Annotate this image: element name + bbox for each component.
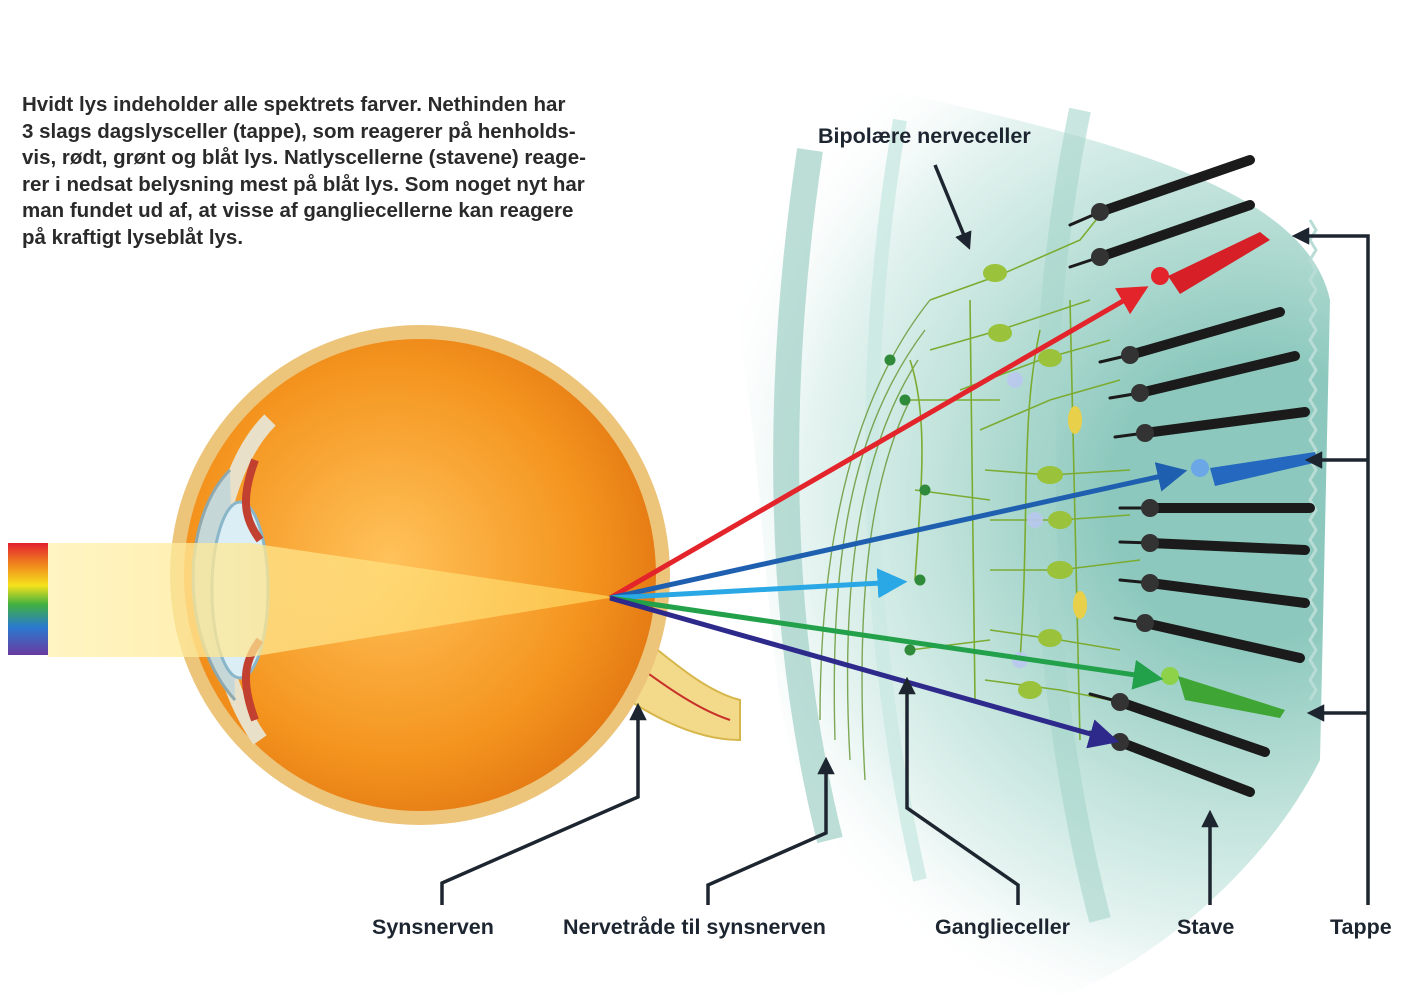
intro-line: 3 slags dagslysceller (tappe), som reage… [22,119,702,146]
intro-line: vis, rødt, grønt og blåt lys. Natlyscell… [22,145,702,172]
intro-line: på kraftigt lyseblåt lys. [22,225,702,252]
spectrum-bar [8,543,48,655]
label-rods: Stave [1177,915,1234,940]
intro-text: Hvidt lys indeholder alle spektrets farv… [22,92,702,251]
label-nerve-fibers: Nervetråde til synsnerven [563,915,826,940]
label-cones: Tappe [1330,915,1392,940]
intro-line: man fundet ud af, at visse af gangliecel… [22,198,702,225]
intro-line: rer i nedsat belysning mest på blåt lys.… [22,172,702,199]
label-ganglion: Ganglieceller [935,915,1070,940]
label-bipolar: Bipolære nerveceller [818,124,1031,149]
intro-line: Hvidt lys indeholder alle spektrets farv… [22,92,702,119]
label-optic-nerve: Synsnerven [372,915,494,940]
